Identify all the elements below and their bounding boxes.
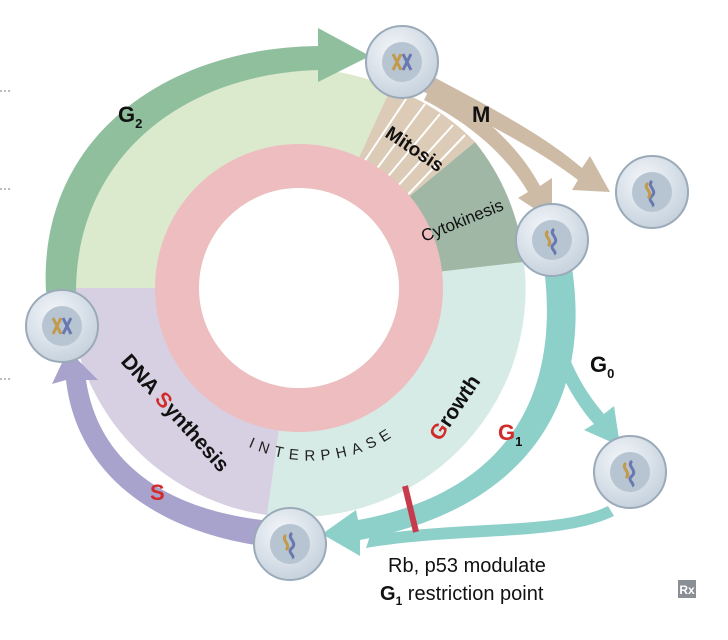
m-arrow-lower (424, 84, 552, 220)
g1-label: G1 (498, 420, 522, 449)
svg-text:Rx: Rx (679, 583, 695, 597)
restriction-text-line2: G1 restriction point (380, 583, 544, 608)
g0-arrow (550, 338, 620, 446)
s-arrow (52, 350, 262, 546)
g0-return-arrow (366, 506, 614, 548)
dotted-guide (0, 90, 10, 92)
cell-right-mid (515, 203, 589, 277)
restriction-text-line1: Rb, p53 modulate (388, 555, 546, 577)
dotted-guide (0, 188, 10, 190)
g1-arrow (322, 268, 576, 556)
m-arrow-upper (424, 74, 610, 192)
cell-g0 (593, 435, 667, 509)
cell-top (365, 25, 439, 99)
m-label: M (472, 102, 490, 127)
restriction-point-bar (402, 485, 419, 533)
interphase-ring (155, 144, 443, 432)
cell-bottom (253, 507, 327, 581)
g2-label: G2 (118, 102, 142, 131)
dotted-guide (0, 378, 10, 380)
g2-arrow (45, 28, 370, 292)
s-label: S (150, 480, 165, 505)
cell-left (25, 289, 99, 363)
center-hole (199, 188, 399, 388)
cell-right-upper (615, 155, 689, 229)
rx-logo: Rx (678, 580, 696, 598)
g0-label: G0 (590, 352, 614, 381)
